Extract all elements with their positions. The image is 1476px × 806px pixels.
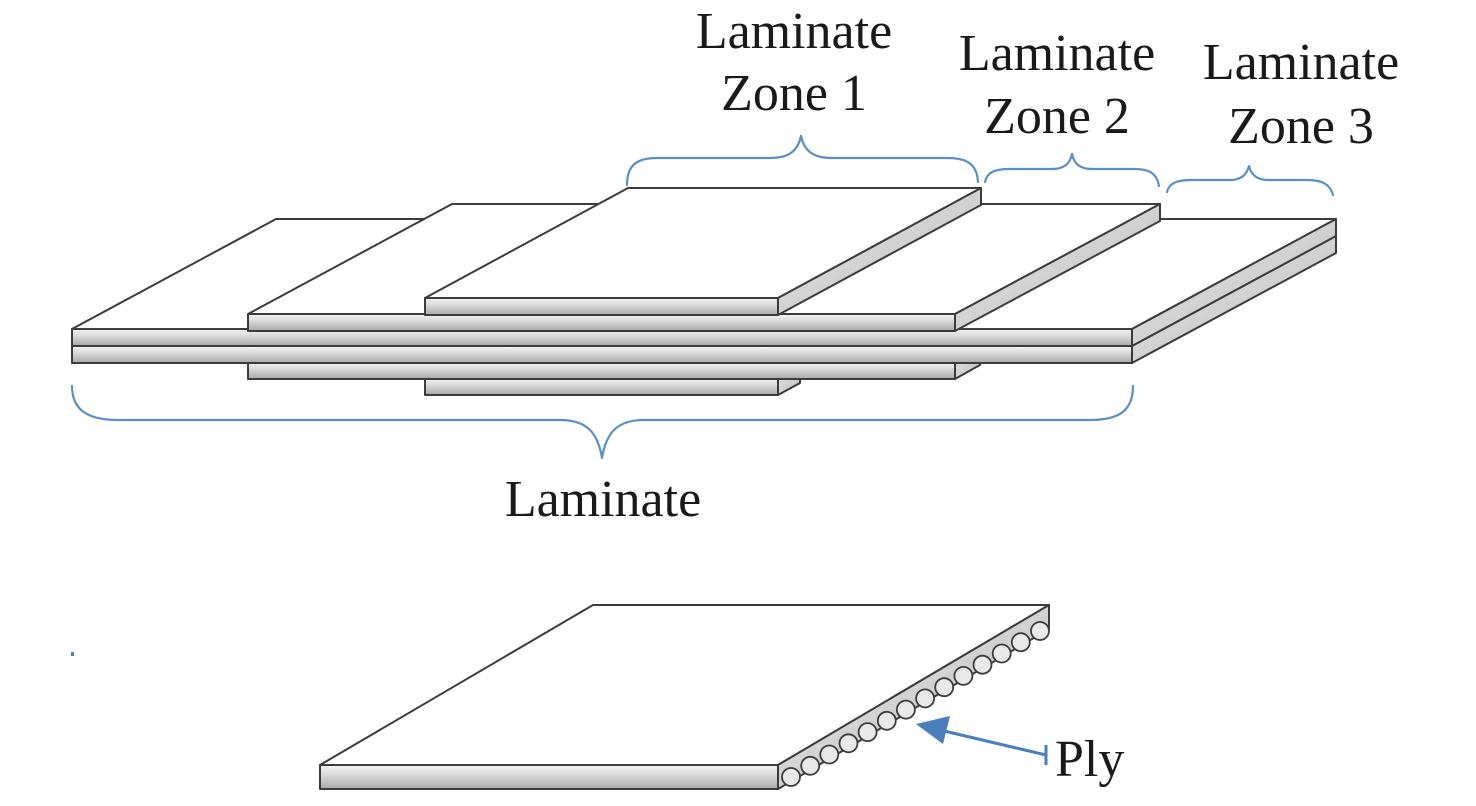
fiber-circle <box>781 767 801 787</box>
label-zone3-line2: Zone 3 <box>1228 98 1374 155</box>
ply-arrow <box>916 716 1048 765</box>
brace-laminate <box>70 384 1135 460</box>
label-zone2-line2: Zone 2 <box>984 88 1130 145</box>
fiber-circle <box>1010 632 1031 653</box>
label-zone3-line1: Laminate <box>1203 34 1399 91</box>
fiber-circle <box>934 677 955 698</box>
label-laminate: Laminate <box>505 471 701 528</box>
brace-zone1 <box>625 134 980 187</box>
laminate-stack <box>71 187 1337 396</box>
ply-arrow-shaft <box>939 728 1047 757</box>
fiber-circle <box>1030 621 1050 641</box>
brace-zone3 <box>1165 164 1335 197</box>
fiber-circle <box>953 666 974 686</box>
single-ply <box>319 604 1050 790</box>
ply-zone1-top <box>424 187 982 316</box>
fiber-circle <box>838 733 859 754</box>
label-zone1-line2: Zone 1 <box>721 65 867 122</box>
fiber-circle <box>972 654 993 675</box>
fiber-circle <box>991 643 1012 664</box>
label-zone1-line1: Laminate <box>696 3 892 60</box>
fiber-circle <box>876 710 897 731</box>
fiber-circle <box>800 755 821 776</box>
label-zone2-line1: Laminate <box>959 25 1155 82</box>
ply-arrow-head <box>916 716 950 744</box>
ply-fibers <box>781 621 1050 787</box>
label-ply: Ply <box>1055 731 1124 788</box>
fiber-circle <box>819 744 840 765</box>
fiber-circle <box>915 688 935 709</box>
fiber-circle <box>896 699 916 720</box>
stray-mark <box>71 652 74 656</box>
brace-zone2 <box>983 152 1161 188</box>
fiber-circle <box>857 722 878 742</box>
